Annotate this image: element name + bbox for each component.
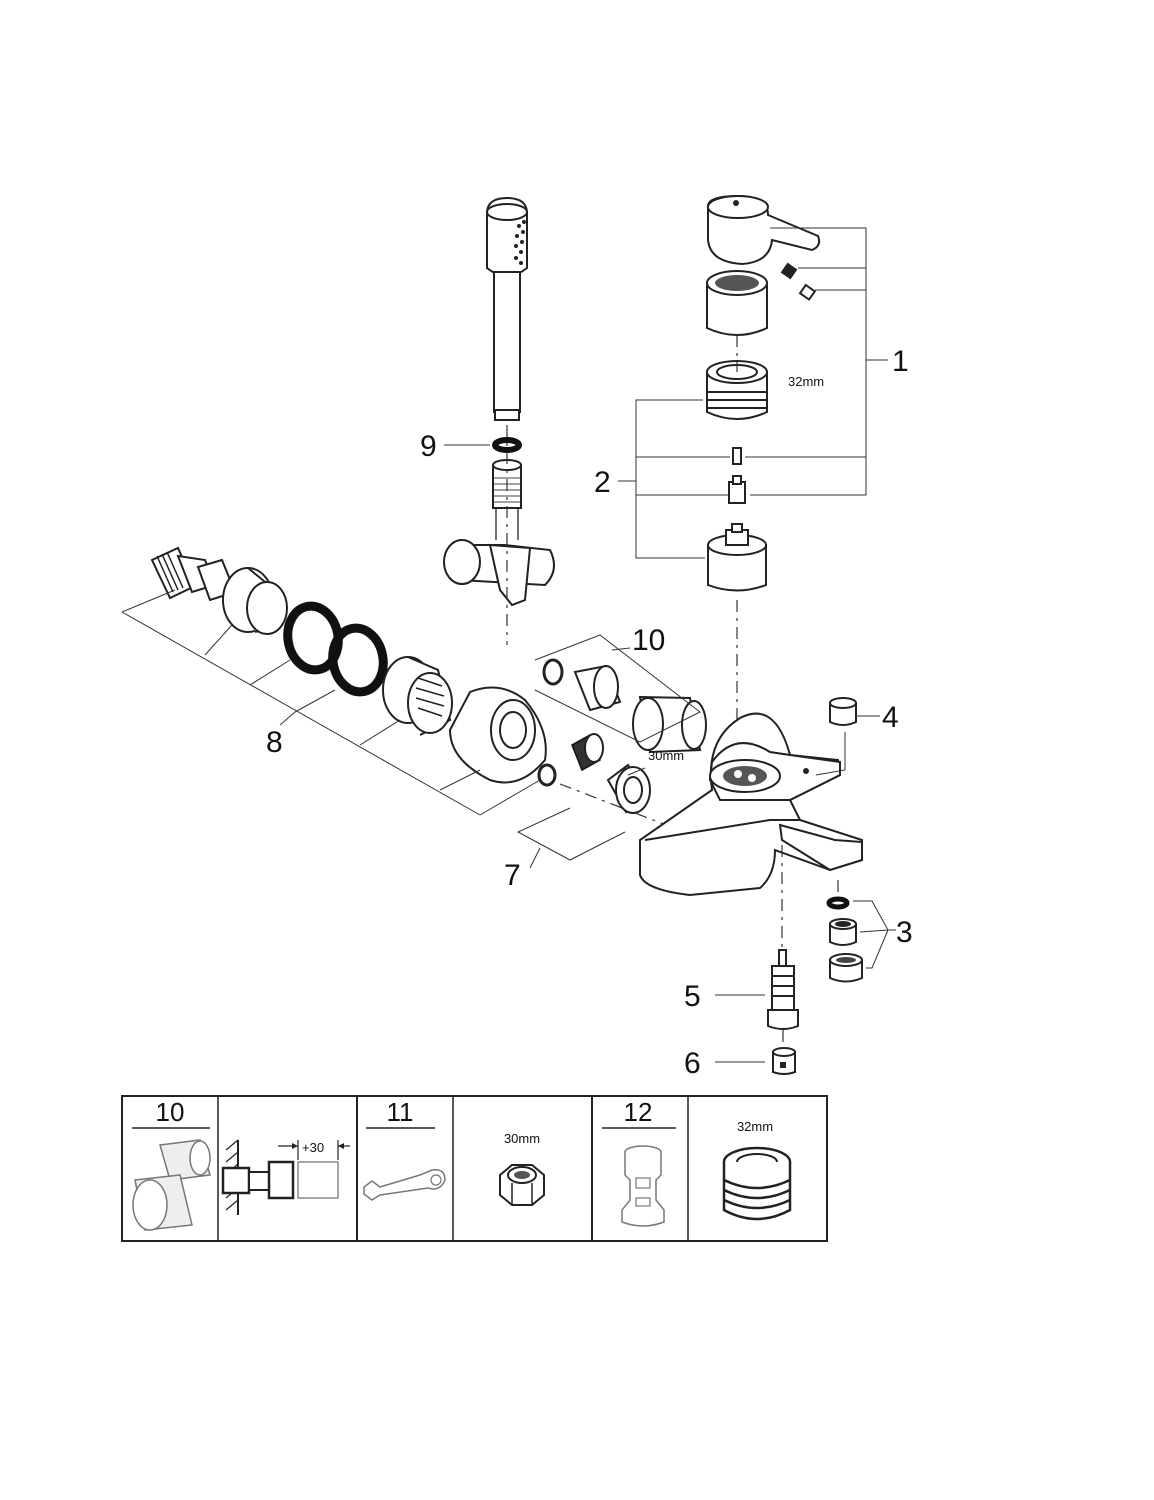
callout-7: 7 [504,859,521,892]
union-nut [606,763,651,814]
hose-washer [492,437,522,453]
cartridge-nut-tool-size: 32mm [737,1119,773,1134]
callout-1-bracket [745,227,888,496]
callout-7-bracket [516,807,626,869]
wall-rosette-nut [222,567,288,635]
threaded-sleeve [382,656,453,736]
aerator-housing [829,953,863,983]
callout-10: 10 [632,624,665,657]
eccentric-connector [571,733,604,772]
diverter-knob [772,1047,796,1075]
ceramic-cartridge [707,523,767,592]
adapter-piece [728,475,746,504]
callout-5: 5 [684,980,701,1013]
wall-holder [443,539,555,607]
lever-handle [707,194,821,266]
union-nut-size: 30mm [648,748,684,763]
extension-sleeve [632,695,707,754]
cartridge-nut-icon [722,1146,792,1221]
callout-9: 9 [420,430,437,463]
plug-cap [829,697,857,726]
cartridge-tool-icon [621,1145,665,1227]
table-cell-11-number: 11 [387,1097,414,1127]
table-cell-10-number: 10 [156,1097,185,1127]
aerator-washer [826,896,850,910]
callout-10-bracket [534,634,701,743]
cartridge-pin [732,447,742,465]
extension-piece-small [573,664,622,712]
wrench-icon [363,1168,446,1201]
callout-6: 6 [684,1047,701,1080]
hose-nut [492,459,522,540]
extension-washer [542,658,564,686]
cover-rosette [448,686,547,784]
mixer-body [639,712,863,897]
diverter-cartridge [767,949,799,1030]
aerator-insert [829,918,857,946]
callout-3: 3 [896,916,913,949]
callout-3-bracket [853,900,896,969]
callout-4: 4 [882,701,899,734]
accessory-table: 10 +30 11 [121,1095,828,1242]
cartridge-nut-size: 32mm [788,374,824,389]
callout-2: 2 [594,466,611,499]
callout-1: 1 [892,345,909,378]
hand-shower [486,196,528,421]
extension-dimension-label: +30 [302,1140,324,1155]
wrench-size-label: 30mm [504,1131,540,1146]
extension-sleeve-icon [132,1139,211,1231]
callout-8: 8 [266,726,283,759]
extension-install-icon [221,1139,350,1215]
threaded-connector [150,546,237,602]
small-washer [537,763,557,787]
callout-2-bracket [618,399,730,559]
cover-cap [706,270,768,336]
table-cell-12-number: 12 [624,1097,653,1127]
handle-screw [780,262,817,301]
callout-8-bracket [121,589,541,816]
hex-nut-icon [499,1164,545,1206]
o-ring-seal-b [328,623,388,697]
